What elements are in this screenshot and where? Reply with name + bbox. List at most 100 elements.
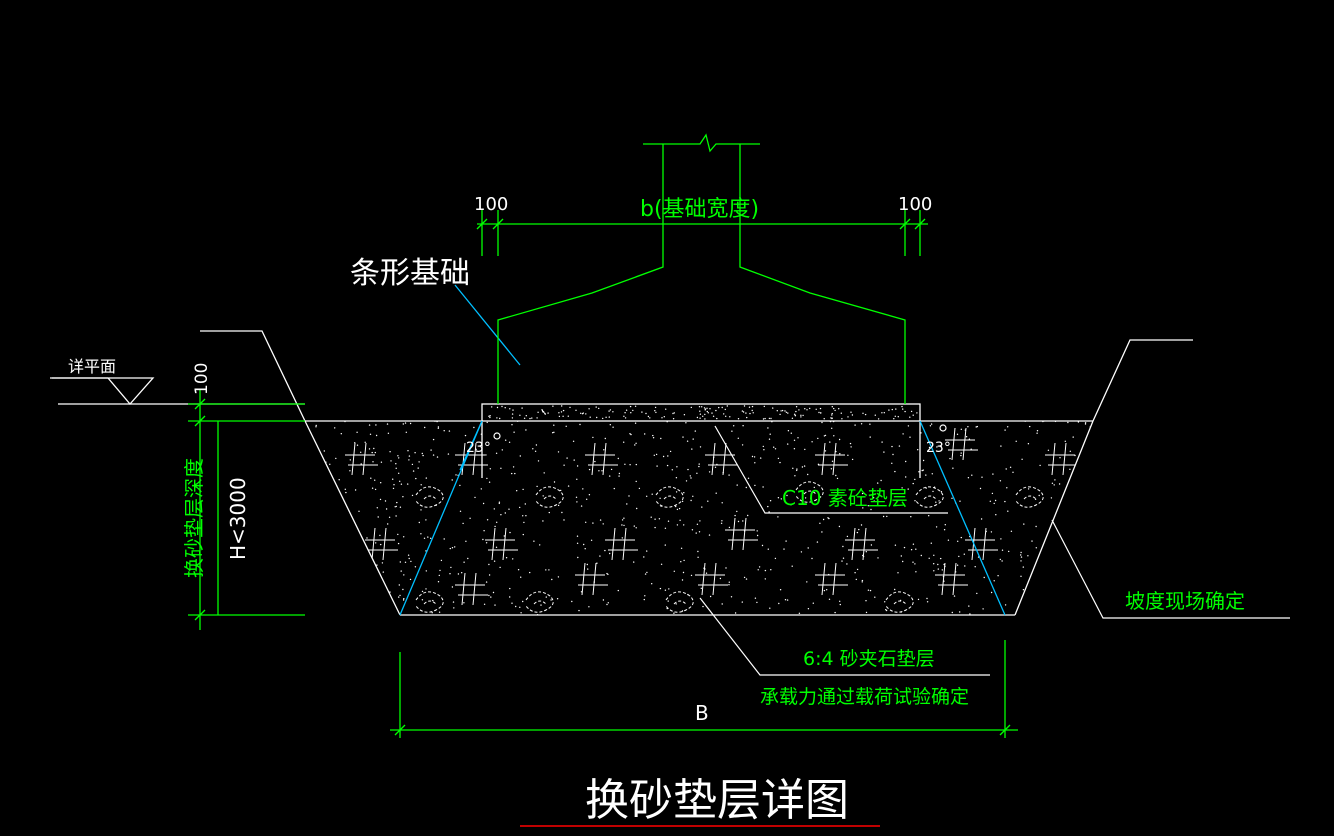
sand-dot (501, 449, 503, 451)
sand-dot (963, 553, 965, 555)
concrete-dot (718, 406, 720, 409)
concrete-dot (598, 407, 600, 410)
sand-dot (380, 461, 383, 463)
sand-dot (967, 426, 969, 428)
sand-dot (1010, 530, 1013, 532)
sand-dot (794, 475, 796, 477)
concrete-dot (649, 417, 651, 419)
sand-dot (675, 477, 678, 479)
sand-dot (695, 532, 697, 534)
sand-dot (960, 536, 962, 539)
sand-dot (404, 561, 407, 563)
sand-dot (486, 421, 488, 424)
sand-dot (839, 453, 841, 455)
sand-dot (576, 478, 578, 480)
sand-dot (1076, 611, 1078, 613)
sand-dot (1004, 604, 1007, 606)
sand-dot (533, 540, 535, 542)
sand-dot (542, 520, 544, 522)
sand-dot (1063, 589, 1065, 592)
sand-dot (697, 550, 699, 553)
sand-dot (486, 477, 488, 480)
sand-dot (883, 451, 885, 453)
sand-dot (733, 425, 735, 427)
concrete-dot (552, 405, 554, 407)
sand-dot (447, 453, 450, 455)
sand-dot (999, 558, 1001, 561)
concrete-dot (704, 413, 706, 416)
sand-dot (810, 497, 812, 499)
sand-dot (407, 554, 410, 556)
sand-dot (1009, 466, 1012, 468)
sand-dot (736, 510, 738, 513)
sand-dot (437, 427, 439, 429)
sand-dot (774, 557, 777, 560)
sand-dot (508, 441, 511, 443)
sand-dot (485, 454, 487, 456)
sand-dot (525, 515, 527, 517)
sand-dot (404, 422, 407, 424)
sand-dot (635, 527, 637, 529)
sand-dot (856, 568, 859, 571)
sand-dot (586, 563, 588, 566)
concrete-dot (721, 406, 723, 409)
sand-dot (917, 598, 920, 601)
sand-dot (485, 581, 488, 583)
sand-dot (576, 535, 579, 537)
sand-dot (314, 467, 317, 470)
sand-dot (345, 491, 347, 494)
sand-dot (838, 438, 841, 441)
concrete-dot (509, 408, 511, 410)
sand-dot (553, 424, 555, 426)
sand-dot (374, 612, 377, 614)
sand-dot (971, 474, 973, 476)
concrete-dot (634, 405, 637, 407)
sand-dot (385, 599, 387, 601)
gravel-mark (455, 572, 488, 606)
sand-dot (402, 423, 404, 425)
sand-dot (511, 424, 513, 426)
sand-dot (379, 498, 382, 501)
concrete-dot (558, 415, 561, 418)
sand-dot (956, 564, 959, 566)
concrete-dot (588, 408, 590, 410)
sand-dot (535, 444, 538, 446)
sand-dot (653, 454, 655, 456)
sand-dot (366, 537, 368, 539)
concrete-dot (567, 415, 569, 417)
sand-dot (662, 455, 665, 458)
sand-dot (432, 599, 434, 602)
sand-dot (483, 603, 486, 605)
concrete-dot (748, 406, 751, 408)
concrete-dot (815, 408, 817, 410)
sand-dot (534, 450, 537, 452)
sand-dot (1050, 497, 1053, 499)
sand-dot (881, 441, 883, 443)
sand-dot (380, 482, 382, 484)
title-text: 换砂垫层详图 (585, 775, 849, 826)
sand-dot (519, 506, 521, 509)
sand-dot (397, 533, 399, 536)
sand-dot (389, 451, 391, 453)
concrete-dot (746, 416, 748, 419)
sand-dot (557, 504, 560, 507)
sand-dot (935, 501, 937, 503)
sand-dot (694, 430, 696, 432)
sand-dot (721, 502, 723, 504)
sand-dot (313, 486, 315, 488)
sand-dot (1007, 426, 1009, 428)
sand-dot (928, 515, 930, 517)
slope-note: 坡度现场确定 (1125, 589, 1245, 613)
concrete-dot (661, 417, 663, 419)
sand-dot (610, 468, 613, 471)
sand-dot (629, 433, 631, 435)
sand-dot (783, 548, 785, 550)
sand-dot (399, 561, 401, 563)
sand-dot (318, 457, 320, 459)
sand-dot (842, 545, 844, 548)
sand-dot (725, 567, 727, 569)
sand-dot (861, 492, 864, 495)
sand-dot (609, 552, 611, 555)
sand-dot (865, 551, 867, 553)
sand-dot (1058, 590, 1060, 593)
